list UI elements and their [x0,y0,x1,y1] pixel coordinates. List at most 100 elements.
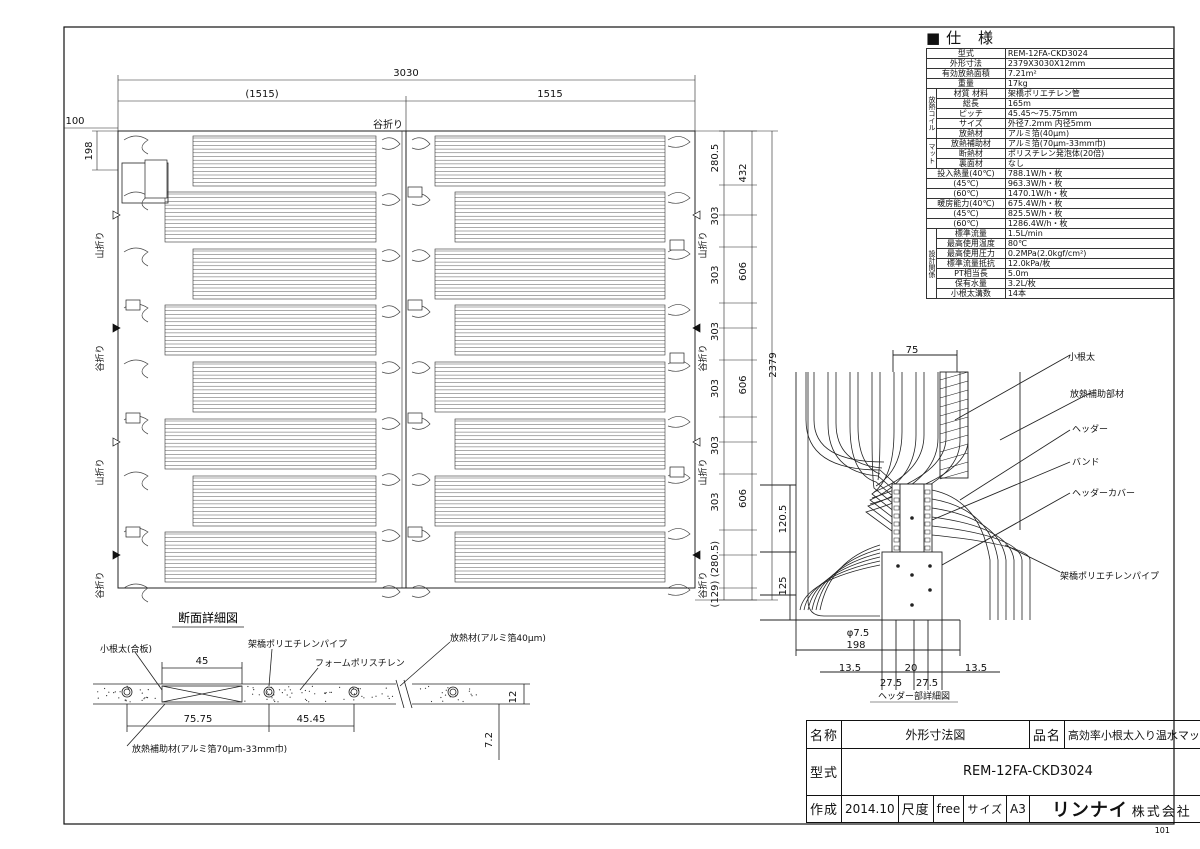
dim-header-height: 198 [84,141,95,160]
fold-marker [112,210,121,220]
spec-value: 17kg [1004,78,1175,89]
spec-label: 外形寸法 [926,58,1006,69]
spec-label: 放熱材 [936,128,1006,139]
spec-label: 断熱材 [936,148,1006,159]
spec-label: 重量 [926,78,1006,89]
joist-hatch [939,371,969,480]
dim-right-small: 303 [710,265,721,284]
dim-left-offset: 100 [65,116,84,127]
spec-value: 675.4W/h・枚 [1004,198,1175,209]
dim-total-width: 3030 [393,68,418,79]
hd-dim-75: 75 [906,345,919,356]
hd-label-pipe: 架橋ポリエチレンパイプ [1060,570,1159,582]
hd-label-header: ヘッダー [1072,423,1108,435]
plan-view [117,130,696,603]
section-dim-7575: 75.75 [184,714,213,725]
fold-label: 山折り [94,231,106,258]
fold-marker [692,210,701,220]
spec-group-mat: マット [926,138,937,169]
plan-dimensions [64,75,778,601]
hd-label-aux: 放熱補助部材 [1070,388,1124,400]
section-dim-4545: 45.45 [297,714,326,725]
section-dim-45: 45 [196,656,209,667]
spec-label: PT相当長 [936,268,1006,279]
sheet-frame [63,26,1175,825]
section-label-foam: フォームポリスチレン [315,658,405,669]
tb-made-value: 2014.10 [841,794,899,824]
section-dim-12: 12 [508,691,519,704]
spec-label: (60℃) [926,218,1006,229]
spec-value: アルミ箔(40μm) [1004,128,1175,139]
fold-label: 谷折り [94,571,106,598]
spec-group-coil: 放熱コイル [926,88,937,139]
spec-label: 裏面材 [936,158,1006,169]
spec-value: なし [1004,158,1175,169]
spec-value: アルミ箔(70μm-33mm巾) [1004,138,1175,149]
spec-label: 標準流量 [936,228,1006,239]
foam-texture [97,685,477,703]
hd-label-joist: 小根太 [1068,351,1095,363]
section-label-aux: 放熱補助材(アルミ箔70μm-33mm巾) [132,743,287,755]
title-block: 名称 外形寸法図 品名 高効率小根太入り温水マット 型式 REM-12FA-CK… [805,719,1200,824]
spec-value: 3.2L/枚 [1004,278,1175,289]
dim-right-small: (280.5) [710,541,721,578]
fold-label-top: 谷折り [373,118,403,131]
dim-1205: 120.5 [778,505,789,534]
spec-label: 投入熱量(40℃) [926,168,1006,179]
dim-right-mid: 432 [738,163,749,182]
spec-title: ■仕 様 [926,29,999,47]
fold-marker [692,323,701,333]
section-detail [93,641,530,760]
fold-label: 山折り [697,458,709,485]
dim-right-small: 303 [710,379,721,398]
dim-right-mid: 606 [738,262,749,281]
tb-company-suffix: 株式会社 [1131,804,1192,820]
dimension-ticks [719,130,757,601]
dim-right-half: 1515 [537,89,562,100]
spec-label: (45℃) [926,178,1006,189]
fold-marker [692,437,701,447]
tb-model-label: 型式 [805,748,843,796]
spec-value: 7.21m² [1004,68,1175,79]
spec-label: ピッチ [936,108,1006,119]
spec-value: 0.2MPa(2.0kgf/cm²) [1004,248,1175,259]
dim-right-mid: 606 [738,489,749,508]
spec-value: 1286.4W/h・枚 [1004,218,1175,229]
spec-value: 外径7.2mm 内径5mm [1004,118,1175,129]
fold-label: 谷折り [697,344,709,371]
hd-dim-20: 20 [905,663,918,674]
hd-dim-phi: φ7.5 [847,628,870,639]
hd-dim-135b: 13.5 [965,663,987,674]
spec-value: 1.5L/min [1004,228,1175,239]
spec-label: 放熱補助材 [936,138,1006,149]
tb-brand-logo: リンナイ [1051,799,1128,821]
dim-right-small: 303 [710,206,721,225]
tb-size-label: サイズ [963,794,1007,824]
hd-dim-275b: 27.5 [916,678,938,689]
spec-label: 暖房能力(40℃) [926,198,1006,209]
tb-name-value: 外形寸法図 [841,719,1030,750]
dim-total-height: 2379 [768,352,779,377]
spec-label: 有効放熱面積 [926,68,1006,79]
tb-model-value: REM-12FA-CKD3024 [841,748,1200,796]
spec-value: 825.5W/h・枚 [1004,208,1175,219]
dim-right-small: 280.5 [710,144,721,173]
section-dim-72: 7.2 [484,732,495,748]
section-label-joist: 小根太(合板) [100,643,152,655]
section-label-radiator: 放熱材(アルミ箔40μm) [450,632,546,644]
tb-made-label: 作成 [805,794,843,824]
spec-label: 標準流量抵抗 [936,258,1006,269]
spec-label: 保有水量 [936,278,1006,289]
spec-value: 5.0m [1004,268,1175,279]
spec-value: REM-12FA-CKD3024 [1004,48,1175,59]
sheet-number: 101 [1155,826,1170,835]
pipe-loops [123,135,691,603]
dim-right-mid: 606 [738,375,749,394]
fold-marker [112,550,121,560]
spec-value: 165m [1004,98,1175,109]
